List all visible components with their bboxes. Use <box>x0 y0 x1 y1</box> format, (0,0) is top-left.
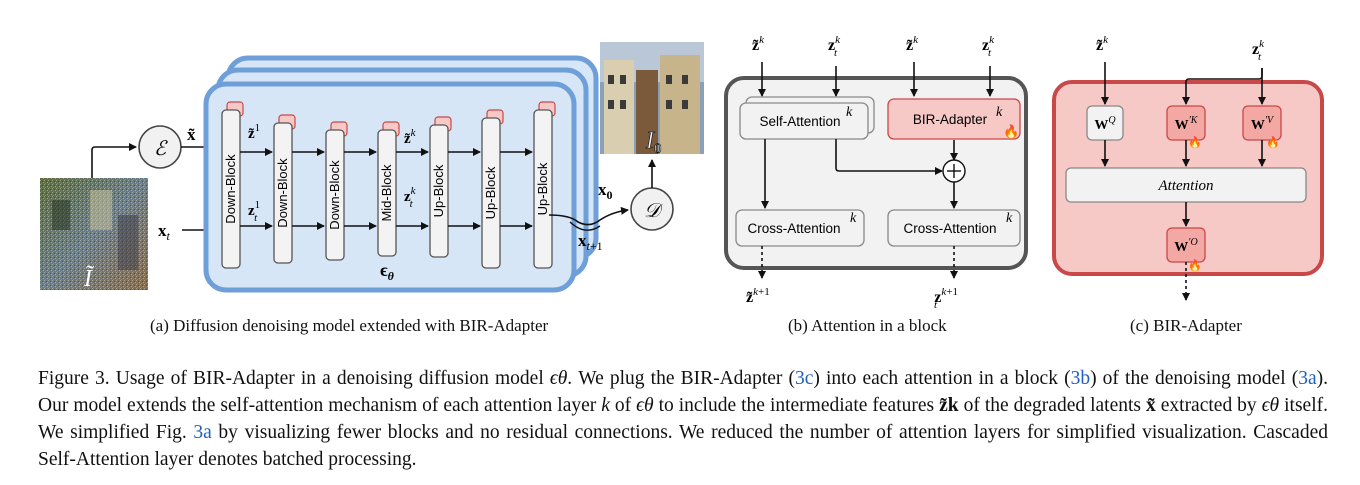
ref-link-3a-2[interactable]: 3a <box>193 422 212 443</box>
panel-b-out-z-tilde: z̃k+1 <box>746 286 770 306</box>
output-x0-arrow <box>548 206 629 226</box>
unet-block-label: Down-Block <box>275 158 290 228</box>
flame-icon: 🔥 <box>1266 136 1280 149</box>
flame-icon: 🔥 <box>1188 259 1202 272</box>
output-xt1-curve <box>569 221 601 231</box>
bir-adapter-sup: k <box>996 105 1003 120</box>
x-t-label: xt <box>158 221 171 243</box>
attention-label: Attention <box>1158 178 1214 194</box>
unet-block <box>533 109 553 269</box>
unet-block <box>325 129 345 261</box>
unet-block-label: Up-Block <box>535 162 550 215</box>
cross-attention-left-sup: k <box>850 211 857 226</box>
self-attention-sup: k <box>846 105 853 120</box>
unet-block-label: Up-Block <box>483 166 498 219</box>
unet-block <box>377 129 397 257</box>
encoder-symbol: ℰ <box>154 136 168 160</box>
panel-b-in-z-tilde-2: z̃k <box>906 34 919 54</box>
unet-block <box>429 124 449 258</box>
degraded-input-image <box>40 178 148 290</box>
unet-block-label: Mid-Block <box>379 164 394 222</box>
b-self-to-plus <box>835 139 943 175</box>
bir-adapter-label: BIR-Adapter <box>913 112 988 127</box>
output-image <box>600 42 704 154</box>
ref-link-3b[interactable]: 3b <box>1070 368 1091 389</box>
bir-adapter-box <box>887 98 1021 140</box>
ref-link-3a[interactable]: 3a <box>1298 368 1317 389</box>
cross-attention-right-sup: k <box>1006 211 1013 226</box>
cross-attention-left-box <box>735 209 865 247</box>
panel-c-in-z-tilde: z̃k <box>1096 34 1109 54</box>
figure-caption: Figure 3. Usage of BIR-Adapter in a deno… <box>38 368 1329 470</box>
self-attention-box <box>739 102 869 140</box>
decoder-symbol: 𝒟 <box>644 198 664 222</box>
unet-block <box>221 109 241 269</box>
unet-block <box>273 122 293 264</box>
caption-panel-a: (a) Diffusion denoising model extended w… <box>150 316 549 335</box>
self-attention-label: Self-Attention <box>759 114 840 129</box>
x0-label: x0 <box>598 180 613 202</box>
x-tilde-label: x̃ <box>187 125 196 144</box>
unet-block-label: Up-Block <box>431 164 446 217</box>
unet-block-label: Down-Block <box>327 160 342 230</box>
flame-icon: 🔥 <box>1003 124 1019 139</box>
image-to-encoder-arrow <box>91 143 137 178</box>
figure-label: Figure 3. <box>38 368 110 389</box>
caption-panel-b: (b) Attention in a block <box>788 316 947 335</box>
cross-attention-left-label: Cross-Attention <box>747 221 840 236</box>
flame-icon: 🔥 <box>1188 136 1202 149</box>
cross-attention-right-label: Cross-Attention <box>903 221 996 236</box>
panel-b-in-z-tilde-1: z̃k <box>752 34 765 54</box>
ref-link-3c[interactable]: 3c <box>795 368 814 389</box>
unet-block <box>481 117 501 269</box>
unet-block-label: Down-Block <box>223 154 238 224</box>
caption-panel-c: (c) BIR-Adapter <box>1130 316 1242 335</box>
